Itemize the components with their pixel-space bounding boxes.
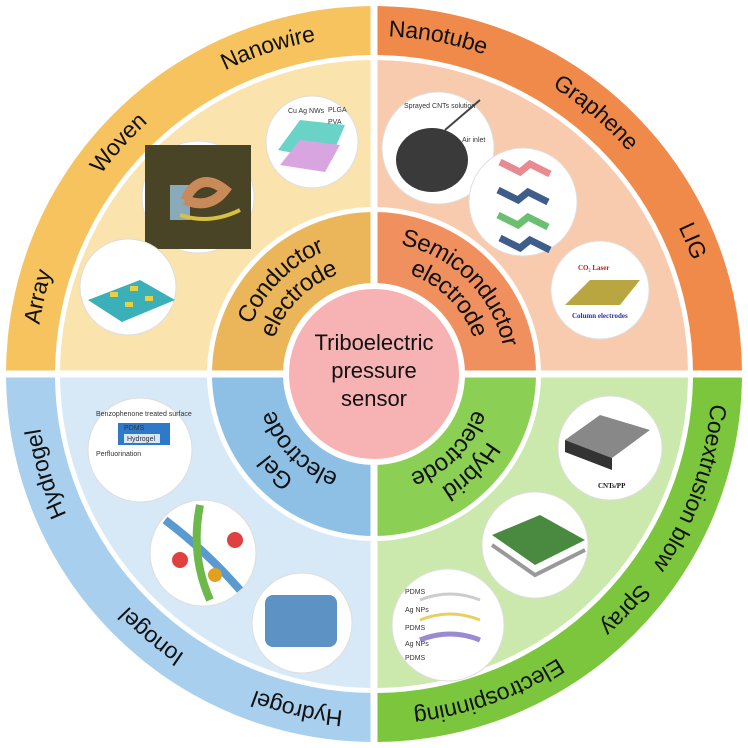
image-hydrogel-diagram: Benzophenone treated surface PDMS Hydrog… <box>87 397 193 503</box>
image-graphene <box>468 147 578 257</box>
caption: PVA <box>328 119 342 126</box>
image-woven <box>141 140 255 254</box>
image-coextrusion: CNTs/PP <box>557 395 663 501</box>
caption: CO₂ Laser <box>578 264 609 272</box>
caption: Ag NPs <box>405 607 429 614</box>
caption: PDMS <box>405 589 426 596</box>
image-spray <box>481 491 589 599</box>
caption: Air inlet <box>462 137 485 144</box>
center-line3: sensor <box>341 386 407 411</box>
center-line1: Triboelectric <box>315 330 434 355</box>
caption: Sprayed CNTs solution <box>404 103 475 110</box>
caption: PLGA <box>328 107 347 114</box>
image-electrospinning: PDMS Ag NPs PDMS Ag NPs PDMS <box>391 568 505 682</box>
caption: CNTs/PP <box>598 482 626 490</box>
caption: Hydrogel <box>127 436 155 443</box>
caption: Cu Ag NWs <box>288 108 325 115</box>
caption: Benzophenone treated surface <box>96 411 192 418</box>
center-line2: pressure <box>331 358 417 383</box>
image-hydrogel-block <box>251 572 353 674</box>
caption: Ag NPs <box>405 641 429 648</box>
image-ionogel <box>149 499 257 607</box>
caption: PDMS <box>124 425 145 432</box>
caption: Column electrodes <box>572 312 628 320</box>
caption: Perfluorination <box>96 451 141 458</box>
center-circle <box>283 283 465 465</box>
image-array <box>79 238 177 336</box>
image-lig: CO₂ Laser Column electrodes <box>550 240 650 340</box>
image-nanowire: Cu Ag NWs PLGA PVA <box>265 95 359 189</box>
caption: PDMS <box>405 655 426 662</box>
caption: PDMS <box>405 625 426 632</box>
image-nanotube: Sprayed CNTs solution Air inlet <box>381 91 495 205</box>
